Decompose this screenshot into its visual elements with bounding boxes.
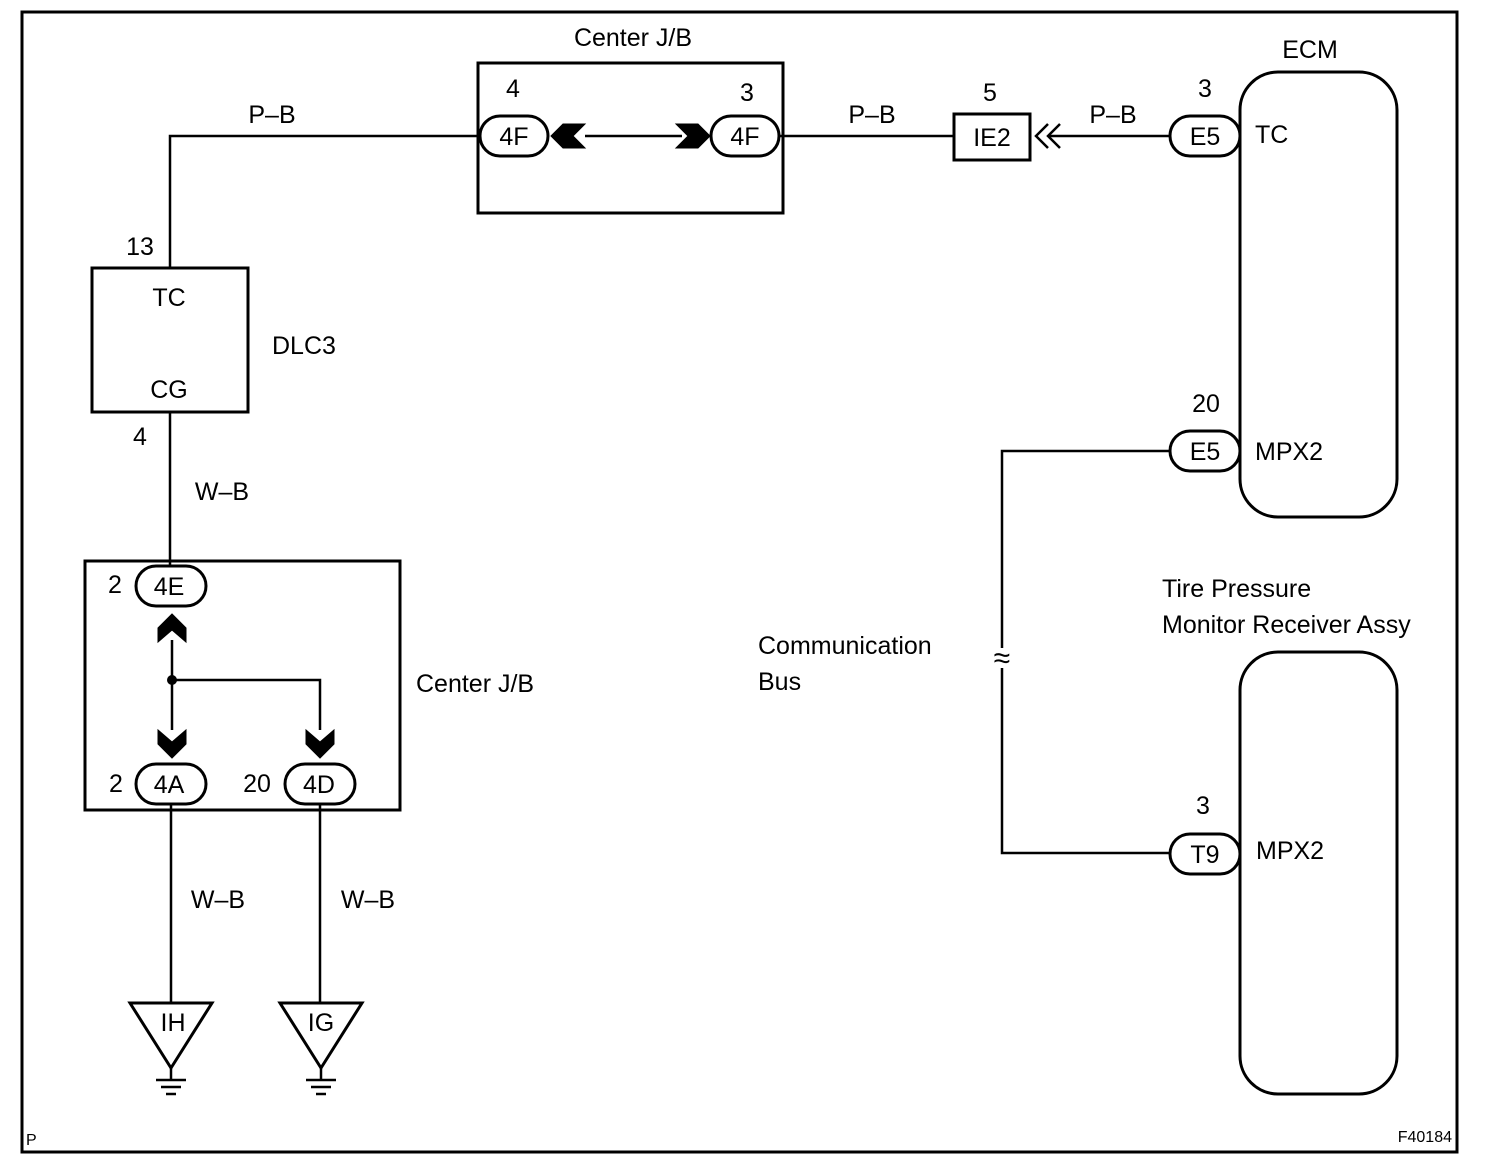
connector-4d-label: 4D <box>303 771 335 799</box>
wire-label-wb-3: W–B <box>341 886 395 914</box>
tpms-mpx2-terminal: MPX2 <box>1256 837 1324 865</box>
ground-ig-label: IG <box>308 1009 334 1037</box>
connector-ie2-pin: 5 <box>983 79 997 107</box>
center-jb-top-title: Center J/B <box>574 24 692 52</box>
bus-break-gap <box>990 648 1020 668</box>
dlc3-cg-pin: 4 <box>133 423 147 451</box>
center-jb-top-left-pin: 4 <box>506 75 520 103</box>
wire-label-pb-1: P–B <box>248 101 295 129</box>
tpms-title-line2: Monitor Receiver Assy <box>1162 611 1411 639</box>
wire-dlc3-tc-to-jb <box>168 134 480 268</box>
connector-ie2 <box>952 112 1032 162</box>
connector-4e-label: 4E <box>154 573 185 601</box>
corner-mark-p: P <box>26 1132 37 1149</box>
connector-e5-tc <box>1168 114 1242 158</box>
connector-e5-mpx2-label: E5 <box>1190 438 1221 466</box>
connector-t9 <box>1168 832 1242 876</box>
ecm-tc-pin: 3 <box>1198 75 1212 103</box>
dlc3-cg-terminal: CG <box>150 376 188 404</box>
comm-bus-label-line2: Bus <box>758 668 801 696</box>
ecm-mpx2-pin: 20 <box>1192 390 1220 418</box>
center-jb-top-right-pin: 3 <box>740 79 754 107</box>
connector-ie2-label: IE2 <box>973 124 1011 152</box>
connector-e5-tc-label: E5 <box>1190 123 1221 151</box>
bus-break-symbol: ≈ <box>994 642 1010 675</box>
figure-id: F40184 <box>1398 1129 1452 1146</box>
diagram-frame <box>20 10 1459 1154</box>
center-jb-bottom-title: Center J/B <box>416 670 534 698</box>
connector-4a-label: 4A <box>154 771 185 799</box>
dlc3-title: DLC3 <box>272 332 336 360</box>
center-jb-top-box <box>476 61 785 215</box>
ground-ih-label: IH <box>161 1009 186 1037</box>
jb-internal-wire-branch <box>172 678 322 730</box>
connector-arrow-icon <box>674 123 711 149</box>
communication-bus-wire <box>1000 449 1170 855</box>
ecm-mpx2-terminal: MPX2 <box>1255 438 1323 466</box>
tpms-mpx2-pin: 3 <box>1196 792 1210 820</box>
ecm-tc-terminal: TC <box>1255 121 1288 149</box>
connector-4a-pin: 2 <box>109 770 123 798</box>
wire-label-pb-3: P–B <box>1089 101 1136 129</box>
ground-ig <box>277 1001 365 1096</box>
wire-label-wb-1: W–B <box>195 478 249 506</box>
connector-arrow-icon <box>305 728 335 759</box>
tpms-receiver-box <box>1238 650 1399 1096</box>
connector-4e-pin: 2 <box>108 571 122 599</box>
wire-label-pb-2: P–B <box>848 101 895 129</box>
connector-4f-left-label: 4F <box>499 123 528 151</box>
connector-4f-right-label: 4F <box>730 123 759 151</box>
wire-label-wb-2: W–B <box>191 886 245 914</box>
ground-ih <box>127 1001 215 1096</box>
dlc3-tc-pin: 13 <box>126 233 154 261</box>
ecm-box <box>1238 70 1399 519</box>
dlc3-tc-terminal: TC <box>152 284 185 312</box>
connector-4d-pin: 20 <box>243 770 271 798</box>
comm-bus-label-line1: Communication <box>758 632 932 660</box>
connector-arrow-icon <box>157 613 187 644</box>
connector-arrow-icon <box>157 728 187 759</box>
center-jb-bottom-box <box>83 559 402 812</box>
splice-point <box>167 675 177 685</box>
ecm-title: ECM <box>1282 36 1338 64</box>
connector-t9-label: T9 <box>1190 841 1219 869</box>
tpms-title-line1: Tire Pressure <box>1162 575 1311 603</box>
connector-4e <box>134 564 208 608</box>
connector-arrow-icon <box>550 123 587 149</box>
